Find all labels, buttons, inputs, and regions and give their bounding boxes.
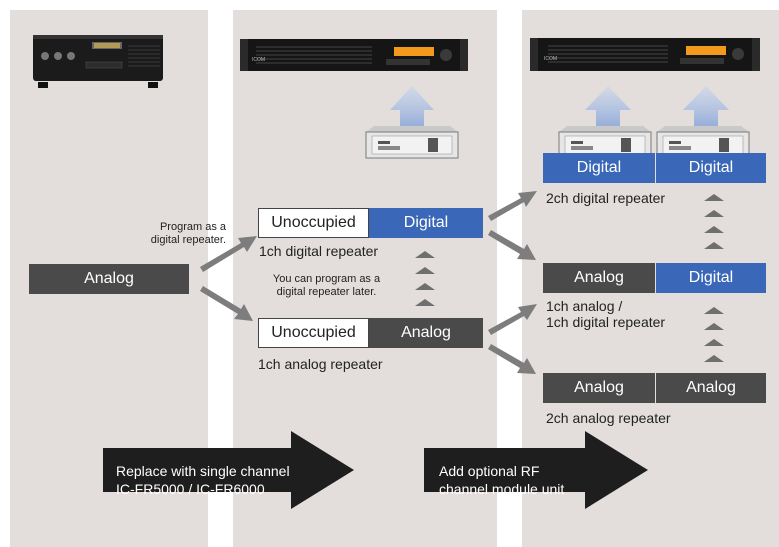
rf-module-unit-middle	[365, 126, 459, 159]
analog-box-initial: Analog	[29, 264, 189, 294]
add-module-arrow-text: Add optional RF channel module unit	[439, 463, 565, 497]
upgrade-chevrons	[415, 194, 724, 362]
big-arrow-add-module	[424, 431, 648, 509]
arrow-digital-to-2ch-digital	[488, 191, 537, 221]
brand-mark-middle: ICOM	[252, 57, 266, 63]
arrow-analog-to-2ch-analog	[488, 344, 536, 374]
insert-beam-right-1	[585, 86, 631, 128]
arrow-analog-to-analog	[200, 286, 253, 321]
label-2ch-digital-repeater: 2ch digital repeater	[546, 190, 666, 206]
analog-slot-2ch-b: Analog	[656, 373, 766, 403]
insert-beam-middle	[390, 86, 434, 128]
unoccupied-slot-analog-config: Unoccupied	[258, 318, 369, 348]
digital-slot-2ch-b: Digital	[656, 153, 766, 183]
digital-slot-mixed: Digital	[656, 263, 766, 293]
program-later-note: You can program as a digital repeater la…	[272, 273, 381, 298]
program-as-digital-note: Program as a digital repeater.	[150, 221, 226, 246]
label-1ch-digital-repeater: 1ch digital repeater	[259, 243, 379, 259]
brand-mark-right: ICOM	[544, 56, 558, 62]
rack-repeater-device-right	[530, 38, 760, 71]
label-2ch-analog-repeater: 2ch analog repeater	[546, 410, 671, 426]
replace-arrow-text: Replace with single channel IC-FR5000 / …	[116, 463, 290, 497]
digital-slot-2ch-a: Digital	[543, 153, 655, 183]
label-1ch-analog-repeater: 1ch analog repeater	[258, 356, 383, 372]
analog-repeater-device	[33, 35, 163, 88]
analog-slot-mixed: Analog	[543, 263, 655, 293]
digital-slot-1ch: Digital	[369, 208, 483, 238]
rack-repeater-device-middle	[240, 39, 468, 71]
analog-slot-1ch: Analog	[369, 318, 483, 348]
connector-arrows	[200, 191, 537, 374]
big-arrow-replace	[103, 431, 354, 509]
analog-slot-2ch-a: Analog	[543, 373, 655, 403]
arrow-analog-to-analog-digital	[488, 304, 537, 335]
arrow-analog-to-digital	[200, 236, 257, 272]
unoccupied-slot-digital-config: Unoccupied	[258, 208, 369, 238]
label-1ch-analog-1ch-digital: 1ch analog / 1ch digital repeater	[546, 298, 666, 330]
arrow-digital-to-analog-digital	[488, 230, 536, 260]
insert-beam-right-2	[683, 86, 729, 128]
